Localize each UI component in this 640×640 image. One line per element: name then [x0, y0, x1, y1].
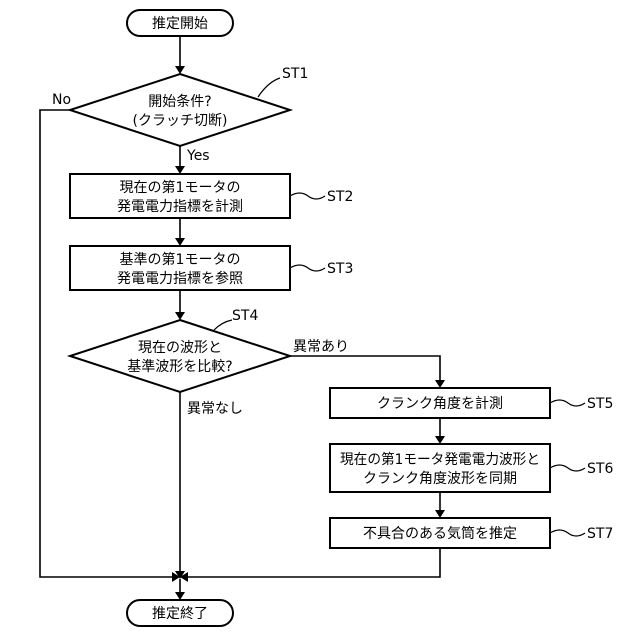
st2-leader	[290, 193, 325, 199]
st2-text-line1: 現在の第1モータの	[120, 179, 241, 196]
arrowhead	[175, 166, 185, 174]
st3-text-line2: 発電電力指標を参照	[117, 270, 243, 287]
st4-normal-label: 異常なし	[187, 401, 243, 417]
arrowhead	[175, 238, 185, 246]
start-text: 推定開始	[152, 16, 208, 32]
st6-text-line2: クランク角度波形を同期	[363, 471, 517, 487]
st3-text-line1: 基準の第1モータの	[120, 251, 241, 268]
st1-decision	[70, 74, 290, 146]
st1-text-line1: 開始条件?	[148, 93, 211, 110]
st4-abnormal-label: 異常あり	[293, 339, 349, 355]
st1-text-line2: (クラッチ切断)	[133, 113, 228, 129]
st4-leader	[214, 320, 232, 330]
st4-text-line2: 基準波形を比較?	[127, 358, 232, 375]
st7-step-label: ST7	[587, 526, 613, 542]
st6-text-line1: 現在の第1モータ発電電力波形と	[340, 451, 540, 468]
st5-leader	[550, 400, 585, 406]
st2-step-label: ST2	[327, 189, 353, 205]
connector-st4-st5	[290, 356, 440, 380]
st4-decision	[70, 320, 290, 392]
arrowhead	[435, 436, 445, 444]
st2-text-line2: 発電電力指標を計測	[117, 199, 243, 215]
arrowhead	[175, 66, 185, 74]
connector-st7-merge	[186, 548, 440, 577]
st4-text-line1: 現在の波形と	[138, 340, 222, 356]
st4-step-label: ST4	[232, 308, 258, 324]
end-text: 推定終了	[152, 606, 208, 622]
st7-leader	[550, 530, 585, 536]
st5-step-label: ST5	[587, 396, 613, 412]
arrowhead	[435, 510, 445, 518]
st1-leader	[258, 78, 280, 97]
st5-text: クランク角度を計測	[377, 396, 503, 412]
st1-no-label: No	[52, 92, 71, 108]
st7-text: 不具合のある気筒を推定	[363, 525, 517, 542]
st1-yes-label: Yes	[186, 148, 210, 164]
st6-leader	[550, 465, 585, 471]
st6-step-label: ST6	[587, 461, 613, 477]
arrowhead	[175, 592, 185, 600]
st3-step-label: ST3	[327, 261, 353, 277]
arrowhead	[175, 312, 185, 320]
arrowhead	[435, 380, 445, 388]
st1-step-label: ST1	[282, 66, 308, 82]
st3-leader	[290, 265, 325, 271]
